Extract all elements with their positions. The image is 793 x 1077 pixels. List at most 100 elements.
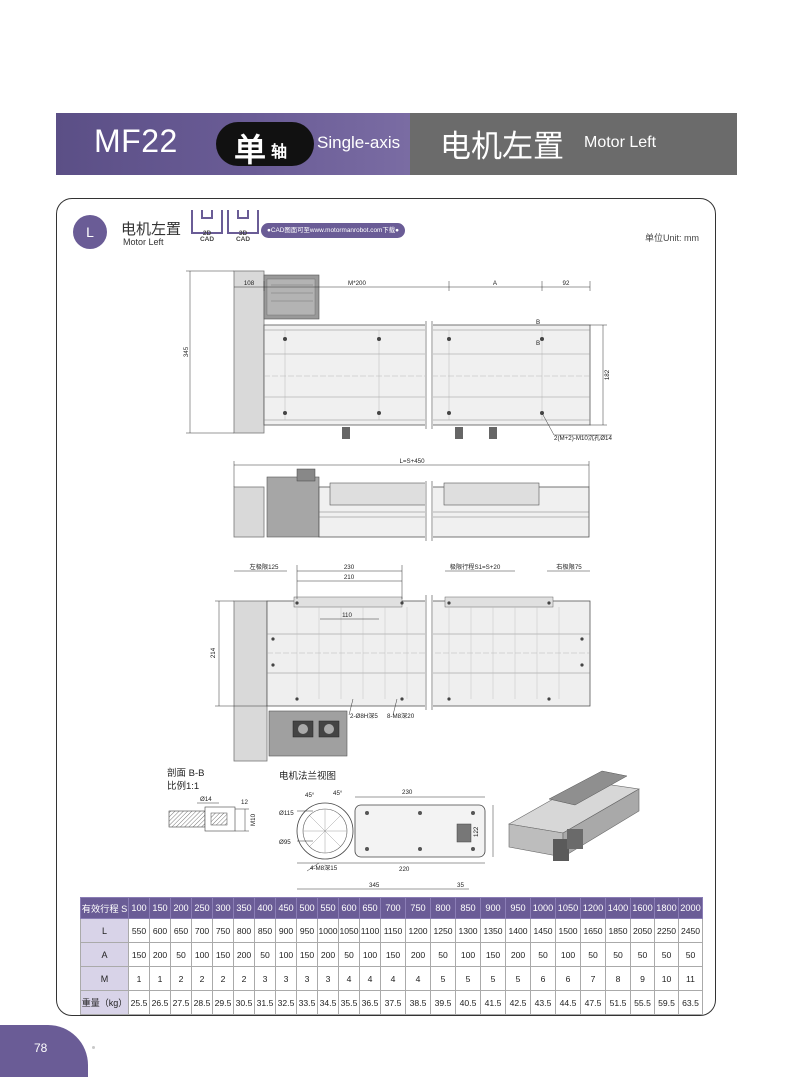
stroke-header-row: 有效行程 S 100 150 200 250 300 350 400 450 5… (80, 897, 703, 919)
dim-214: 214 (210, 647, 217, 658)
table-cell: 30.5 (233, 990, 255, 1015)
stroke-header-label: 有效行程 S (80, 897, 129, 919)
table-cell: 32.5 (275, 990, 297, 1015)
table-cell: 200 (505, 942, 531, 967)
cad-3d-icon[interactable]: 3D CAD (227, 210, 259, 243)
table-cell: 50 (678, 942, 703, 967)
dim-l: L=S+450 (399, 458, 425, 465)
table-cell: 27.5 (170, 990, 192, 1015)
table-cell: 63.5 (678, 990, 703, 1015)
dim-92: 92 (563, 280, 570, 287)
table-cell: 26.5 (149, 990, 171, 1015)
dim-stroke: 极限行程S1=S+20 (450, 563, 501, 571)
section-mark-b-top: B (536, 319, 540, 326)
table-cell: 150 (480, 942, 506, 967)
axis-type-cn-big: 单 (234, 131, 267, 169)
stroke-cell: 1800 (654, 897, 679, 919)
row-label: A (80, 942, 129, 967)
table-cell: 50 (430, 942, 456, 967)
table-cell: 50 (630, 942, 655, 967)
table-cell: 1200 (405, 918, 431, 943)
table-cell: 50 (580, 942, 606, 967)
table-cell: 100 (455, 942, 481, 967)
flange-dim-345: 345 (369, 882, 380, 889)
stroke-cell: 350 (233, 897, 255, 919)
table-cell: 34.5 (317, 990, 339, 1015)
row-label: L (80, 918, 129, 943)
axis-type-en: Single-axis (317, 133, 401, 152)
table-cell: 3 (254, 966, 276, 991)
stroke-cell: 300 (212, 897, 234, 919)
hole-note-2: 8-M8深20 (387, 712, 415, 720)
table-cell: 1 (149, 966, 171, 991)
table-cell: 2 (170, 966, 192, 991)
table-cell: 5 (455, 966, 481, 991)
motor-flange-drawing: 电机法兰视图 45° 45° 230 (279, 770, 494, 890)
section-badge: L (73, 215, 107, 249)
table-cell: 150 (212, 942, 234, 967)
stroke-cell: 650 (359, 897, 381, 919)
table-cell: 4 (380, 966, 406, 991)
cad-download-note[interactable]: ●CAD图面可至www.motormanrobot.com下载● (261, 223, 406, 238)
table-cell: 42.5 (505, 990, 531, 1015)
dim-210: 210 (344, 574, 355, 581)
section-title-en: Motor Left (123, 237, 164, 247)
banner-model-panel: MF22 单 轴 Single-axis (56, 113, 410, 175)
table-cell: 550 (128, 918, 150, 943)
table-cell: 5 (505, 966, 531, 991)
flange-holes-note: 4-M8深15 (310, 864, 338, 872)
stroke-cell: 100 (128, 897, 150, 919)
dim-m200: M*200 (348, 280, 366, 287)
table-cell: 40.5 (455, 990, 481, 1015)
stroke-cell: 2000 (678, 897, 703, 919)
table-cell: 29.5 (212, 990, 234, 1015)
table-cell: 10 (654, 966, 679, 991)
table-cell: 50 (605, 942, 631, 967)
orientation-cn: 电机左置 (440, 129, 564, 165)
page-number: 78 (34, 1041, 48, 1055)
cad-2d-icon[interactable]: 2D CAD (191, 210, 223, 243)
stroke-cell: 200 (170, 897, 192, 919)
table-cell: 2 (212, 966, 234, 991)
table-cell: 4 (338, 966, 360, 991)
drawing-card: L 电机左置 Motor Left 2D CAD 3D CAD ●CAD图面可至… (56, 198, 716, 1016)
flange-angle-b: 45° (333, 790, 343, 797)
stroke-cell: 150 (149, 897, 171, 919)
stroke-cell: 850 (455, 897, 481, 919)
table-cell: 50 (170, 942, 192, 967)
table-cell: 1400 (505, 918, 531, 943)
table-cell: 200 (233, 942, 255, 967)
section-bb-title: 剖面 B-B (167, 767, 204, 779)
stroke-cell: 400 (254, 897, 276, 919)
table-cell: 600 (149, 918, 171, 943)
table-cell: 4 (405, 966, 431, 991)
table-cell: 650 (170, 918, 192, 943)
table-cell: 5 (480, 966, 506, 991)
table-cell: 700 (191, 918, 213, 943)
axis-3d-render (508, 770, 640, 861)
table-cell: 1300 (455, 918, 481, 943)
table-cell: 36.5 (359, 990, 381, 1015)
table-cell: 43.5 (530, 990, 556, 1015)
table-cell: 2 (191, 966, 213, 991)
table-cell: 47.5 (580, 990, 606, 1015)
axis-type-pill: 单 轴 (216, 122, 314, 169)
orientation-en: Motor Left (584, 134, 657, 151)
table-cell: 1850 (605, 918, 631, 943)
stroke-cell: 700 (380, 897, 406, 919)
table-cell: 28.5 (191, 990, 213, 1015)
table-cell: 100 (275, 942, 297, 967)
section-bb-drawing: 剖面 B-B 比例1:1 Ø14 12 M10 (167, 767, 257, 832)
table-cell: 150 (128, 942, 150, 967)
model-name: MF22 (94, 123, 178, 159)
stroke-cell: 1600 (630, 897, 655, 919)
dim-108: 108 (244, 280, 255, 287)
stroke-cell: 750 (405, 897, 431, 919)
side-view-drawing: L=S+450 (233, 458, 590, 541)
bottom-view-drawing: 左极限125 230 210 110 极限行程S1=S+20 右极限75 214… (210, 563, 591, 762)
table-cell: 37.5 (380, 990, 406, 1015)
table-cell: 50 (654, 942, 679, 967)
